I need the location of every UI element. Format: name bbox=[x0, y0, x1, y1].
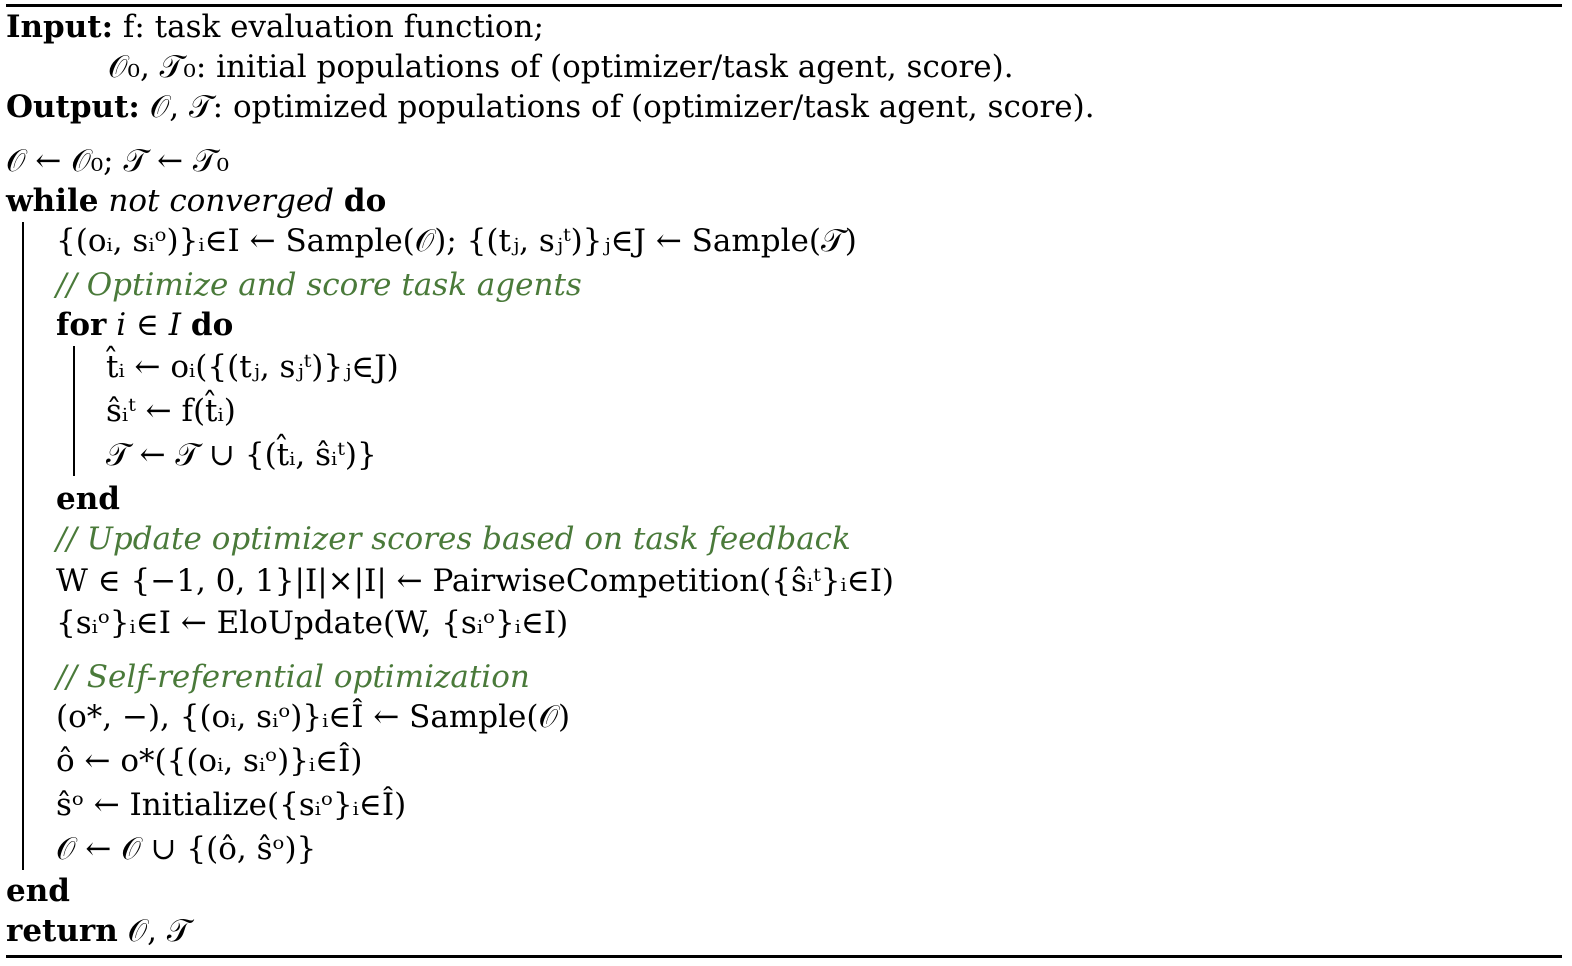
output-description: 𝒪, 𝒯: optimized populations of (optimize… bbox=[149, 89, 1095, 125]
input-line-2: 𝒪₀, 𝒯₀: initial populations of (optimize… bbox=[108, 49, 1014, 85]
for-line: for i ∈ I do bbox=[56, 310, 233, 341]
while-scope-bar bbox=[22, 222, 24, 870]
top-rule bbox=[6, 4, 1562, 7]
input-line: Input: f: task evaluation function; bbox=[6, 12, 544, 43]
do-keyword: do bbox=[343, 183, 387, 219]
output-label: Output: bbox=[6, 89, 140, 125]
comment-update: // Update optimizer scores based on task… bbox=[56, 521, 851, 557]
end-while: end bbox=[6, 873, 70, 909]
for-keyword: for bbox=[56, 307, 107, 343]
return-values: 𝒪, 𝒯 bbox=[127, 913, 191, 949]
output-line: Output: 𝒪, 𝒯: optimized populations of (… bbox=[6, 92, 1095, 123]
while-keyword: while bbox=[6, 183, 99, 219]
self-body-line-2: ô ← o*({(oᵢ, sᵢᵒ)}ᵢ∈Î) bbox=[56, 743, 363, 779]
pairwise-line: W ∈ {−1, 0, 1}|I|×|I| ← PairwiseCompetit… bbox=[56, 563, 895, 599]
for-body-line-2: ŝᵢᵗ ← f(t̂ᵢ) bbox=[106, 393, 236, 429]
for-scope-bar bbox=[73, 346, 75, 476]
return-keyword: return bbox=[6, 913, 118, 949]
elo-line: {sᵢᵒ}ᵢ∈I ← EloUpdate(W, {sᵢᵒ}ᵢ∈I) bbox=[56, 605, 569, 641]
for-do-keyword: do bbox=[190, 307, 234, 343]
while-line: while not converged do bbox=[6, 186, 386, 217]
return-line: return 𝒪, 𝒯 bbox=[6, 916, 191, 947]
bottom-rule bbox=[6, 955, 1562, 958]
for-body-line-1: t̂ᵢ ← oᵢ({(tⱼ, sⱼᵗ)}ⱼ∈J) bbox=[106, 349, 399, 385]
self-body-line-4: 𝒪 ← 𝒪 ∪ {(ô, ŝᵒ)} bbox=[56, 831, 317, 867]
for-body-line-3: 𝒯 ← 𝒯 ∪ {(t̂ᵢ, ŝᵢᵗ)} bbox=[106, 437, 377, 473]
end-for: end bbox=[56, 481, 120, 517]
self-body-line-1: (o*, −), {(oᵢ, sᵢᵒ)}ᵢ∈Î ← Sample(𝒪) bbox=[56, 699, 571, 735]
init-line: 𝒪 ← 𝒪₀; 𝒯 ← 𝒯₀ bbox=[6, 143, 230, 179]
input-label: Input: bbox=[6, 9, 114, 45]
comment-optimize: // Optimize and score task agents bbox=[56, 267, 582, 303]
input-description: f: task evaluation function; bbox=[122, 9, 544, 45]
sample-line: {(oᵢ, sᵢᵒ)}ᵢ∈I ← Sample(𝒪); {(tⱼ, sⱼᵗ)}ⱼ… bbox=[56, 223, 857, 259]
comment-self: // Self-referential optimization bbox=[56, 659, 530, 695]
self-body-line-3: ŝᵒ ← Initialize({sᵢᵒ}ᵢ∈Î) bbox=[56, 787, 407, 823]
while-condition: not converged bbox=[108, 183, 335, 219]
for-condition: i ∈ I bbox=[116, 307, 182, 343]
